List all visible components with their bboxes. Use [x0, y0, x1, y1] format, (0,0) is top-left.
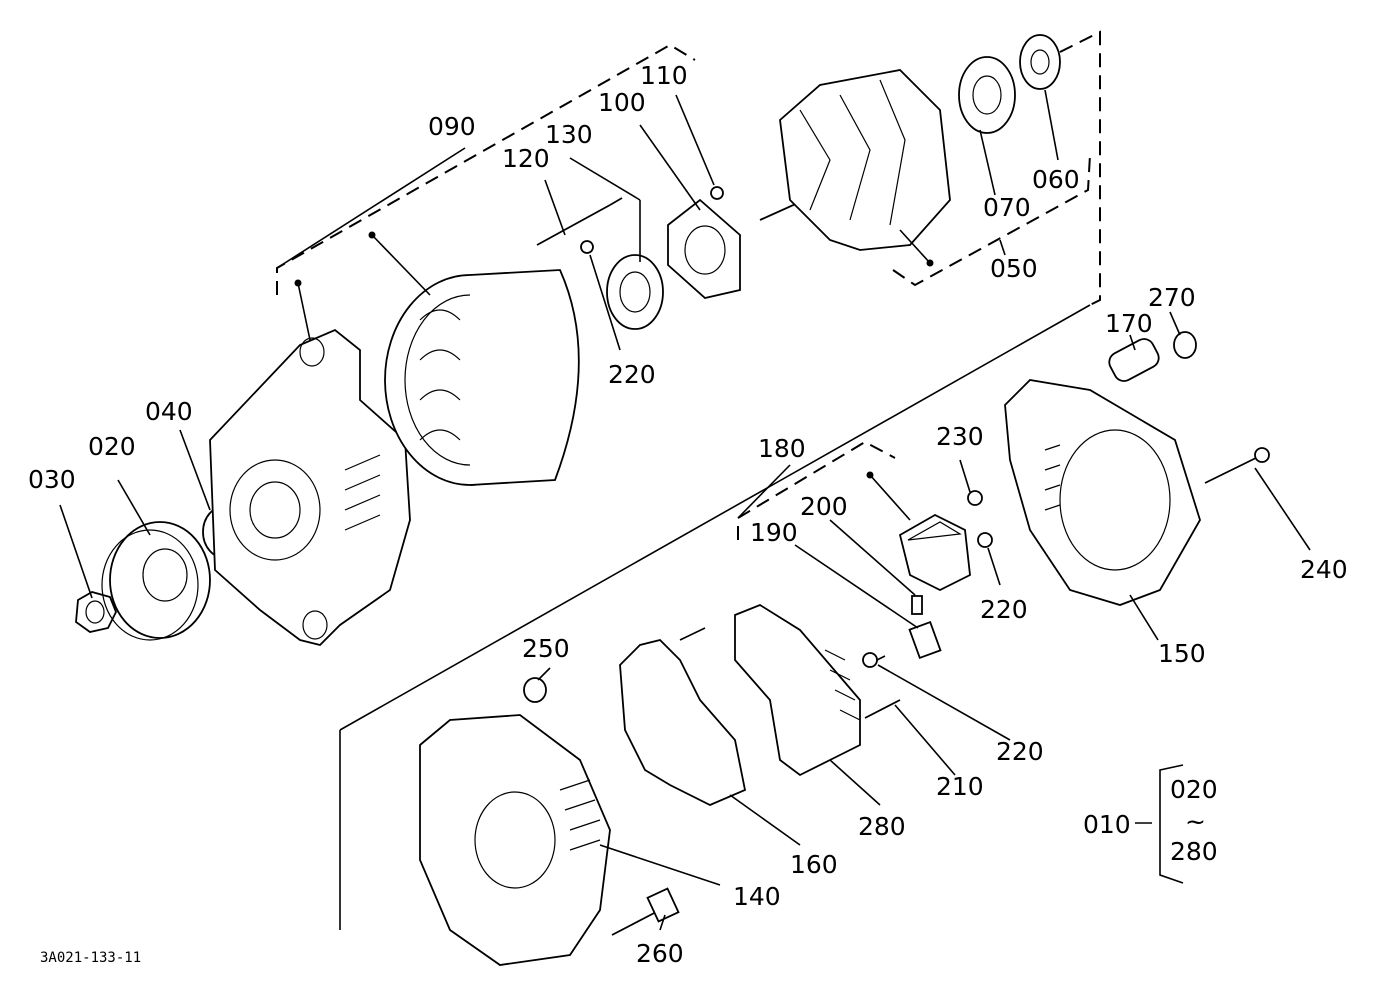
group-050-outline	[892, 154, 1091, 287]
label-220-mid: 220	[980, 595, 1028, 624]
label-100: 100	[598, 88, 646, 117]
rear-cover-150-icon	[1004, 379, 1201, 606]
assembly-010-frame	[339, 304, 1091, 930]
label-160: 160	[790, 850, 838, 879]
label-110: 110	[640, 61, 688, 90]
regulator-280-icon	[734, 603, 861, 777]
nut-270-icon	[1173, 331, 1197, 359]
bolt-260-icon	[611, 887, 680, 936]
label-190: 190	[750, 518, 798, 547]
drive-end-frame-icon	[209, 328, 411, 646]
group-090-outline	[276, 30, 1101, 306]
screw-210-icon	[864, 699, 901, 719]
label-180: 180	[758, 434, 806, 463]
rectifier-160-icon	[619, 627, 747, 806]
label-020: 020	[88, 432, 136, 461]
label-050: 050	[990, 254, 1038, 283]
label-130: 130	[545, 120, 593, 149]
label-280: 280	[858, 812, 906, 841]
screw-220-mid-icon	[977, 532, 993, 548]
label-250: 250	[522, 634, 570, 663]
spring-200-icon	[911, 595, 923, 615]
rear-frame-140-icon	[419, 714, 611, 966]
cover-060-icon	[1019, 34, 1061, 90]
rotor-icon	[759, 69, 951, 251]
pulley-020-icon	[101, 521, 211, 641]
label-040: 040	[145, 397, 193, 426]
label-140: 140	[733, 882, 781, 911]
bearing-070-icon	[958, 56, 1016, 134]
brush-holder-180-icon	[898, 513, 971, 592]
label-220-lower: 220	[996, 737, 1044, 766]
label-range-end-280: 280	[1170, 837, 1218, 866]
label-120: 120	[502, 144, 550, 173]
label-270: 270	[1148, 283, 1196, 312]
label-range-tilde: ~	[1185, 807, 1206, 836]
screw-220-upper-icon	[580, 240, 594, 254]
label-030: 030	[28, 465, 76, 494]
part-labels: 030 020 040 090 120 130 100 110 220 070 …	[28, 61, 1348, 968]
screw-110-icon	[710, 186, 724, 200]
stator-icon	[384, 269, 580, 486]
assembly-010-bracket	[1135, 764, 1184, 884]
nut-250-icon	[523, 677, 547, 703]
label-200: 200	[800, 492, 848, 521]
retainer-plate-100-icon	[667, 198, 741, 299]
bolt-240-icon	[1204, 447, 1270, 484]
label-220-upper: 220	[608, 360, 656, 389]
label-210: 210	[936, 772, 984, 801]
label-260: 260	[636, 939, 684, 968]
screw-220-lower-icon	[862, 652, 886, 668]
label-090: 090	[428, 112, 476, 141]
group-markers	[294, 231, 934, 479]
label-range-start-020: 020	[1170, 775, 1218, 804]
label-010: 010	[1083, 810, 1131, 839]
label-240: 240	[1300, 555, 1348, 584]
label-060: 060	[1032, 165, 1080, 194]
bushing-170-icon	[1108, 338, 1160, 382]
bolt-120-icon	[536, 197, 623, 246]
leader-lines	[59, 89, 1311, 931]
label-070: 070	[983, 193, 1031, 222]
bearing-130-icon	[606, 254, 664, 330]
label-230: 230	[936, 422, 984, 451]
label-170: 170	[1105, 309, 1153, 338]
brush-190-icon	[908, 620, 942, 660]
label-150: 150	[1158, 639, 1206, 668]
nut-030-icon	[75, 591, 117, 633]
reference-code: 3A021-133-11	[40, 950, 141, 966]
screw-230-icon	[967, 490, 983, 506]
group-180-outline	[737, 440, 896, 540]
